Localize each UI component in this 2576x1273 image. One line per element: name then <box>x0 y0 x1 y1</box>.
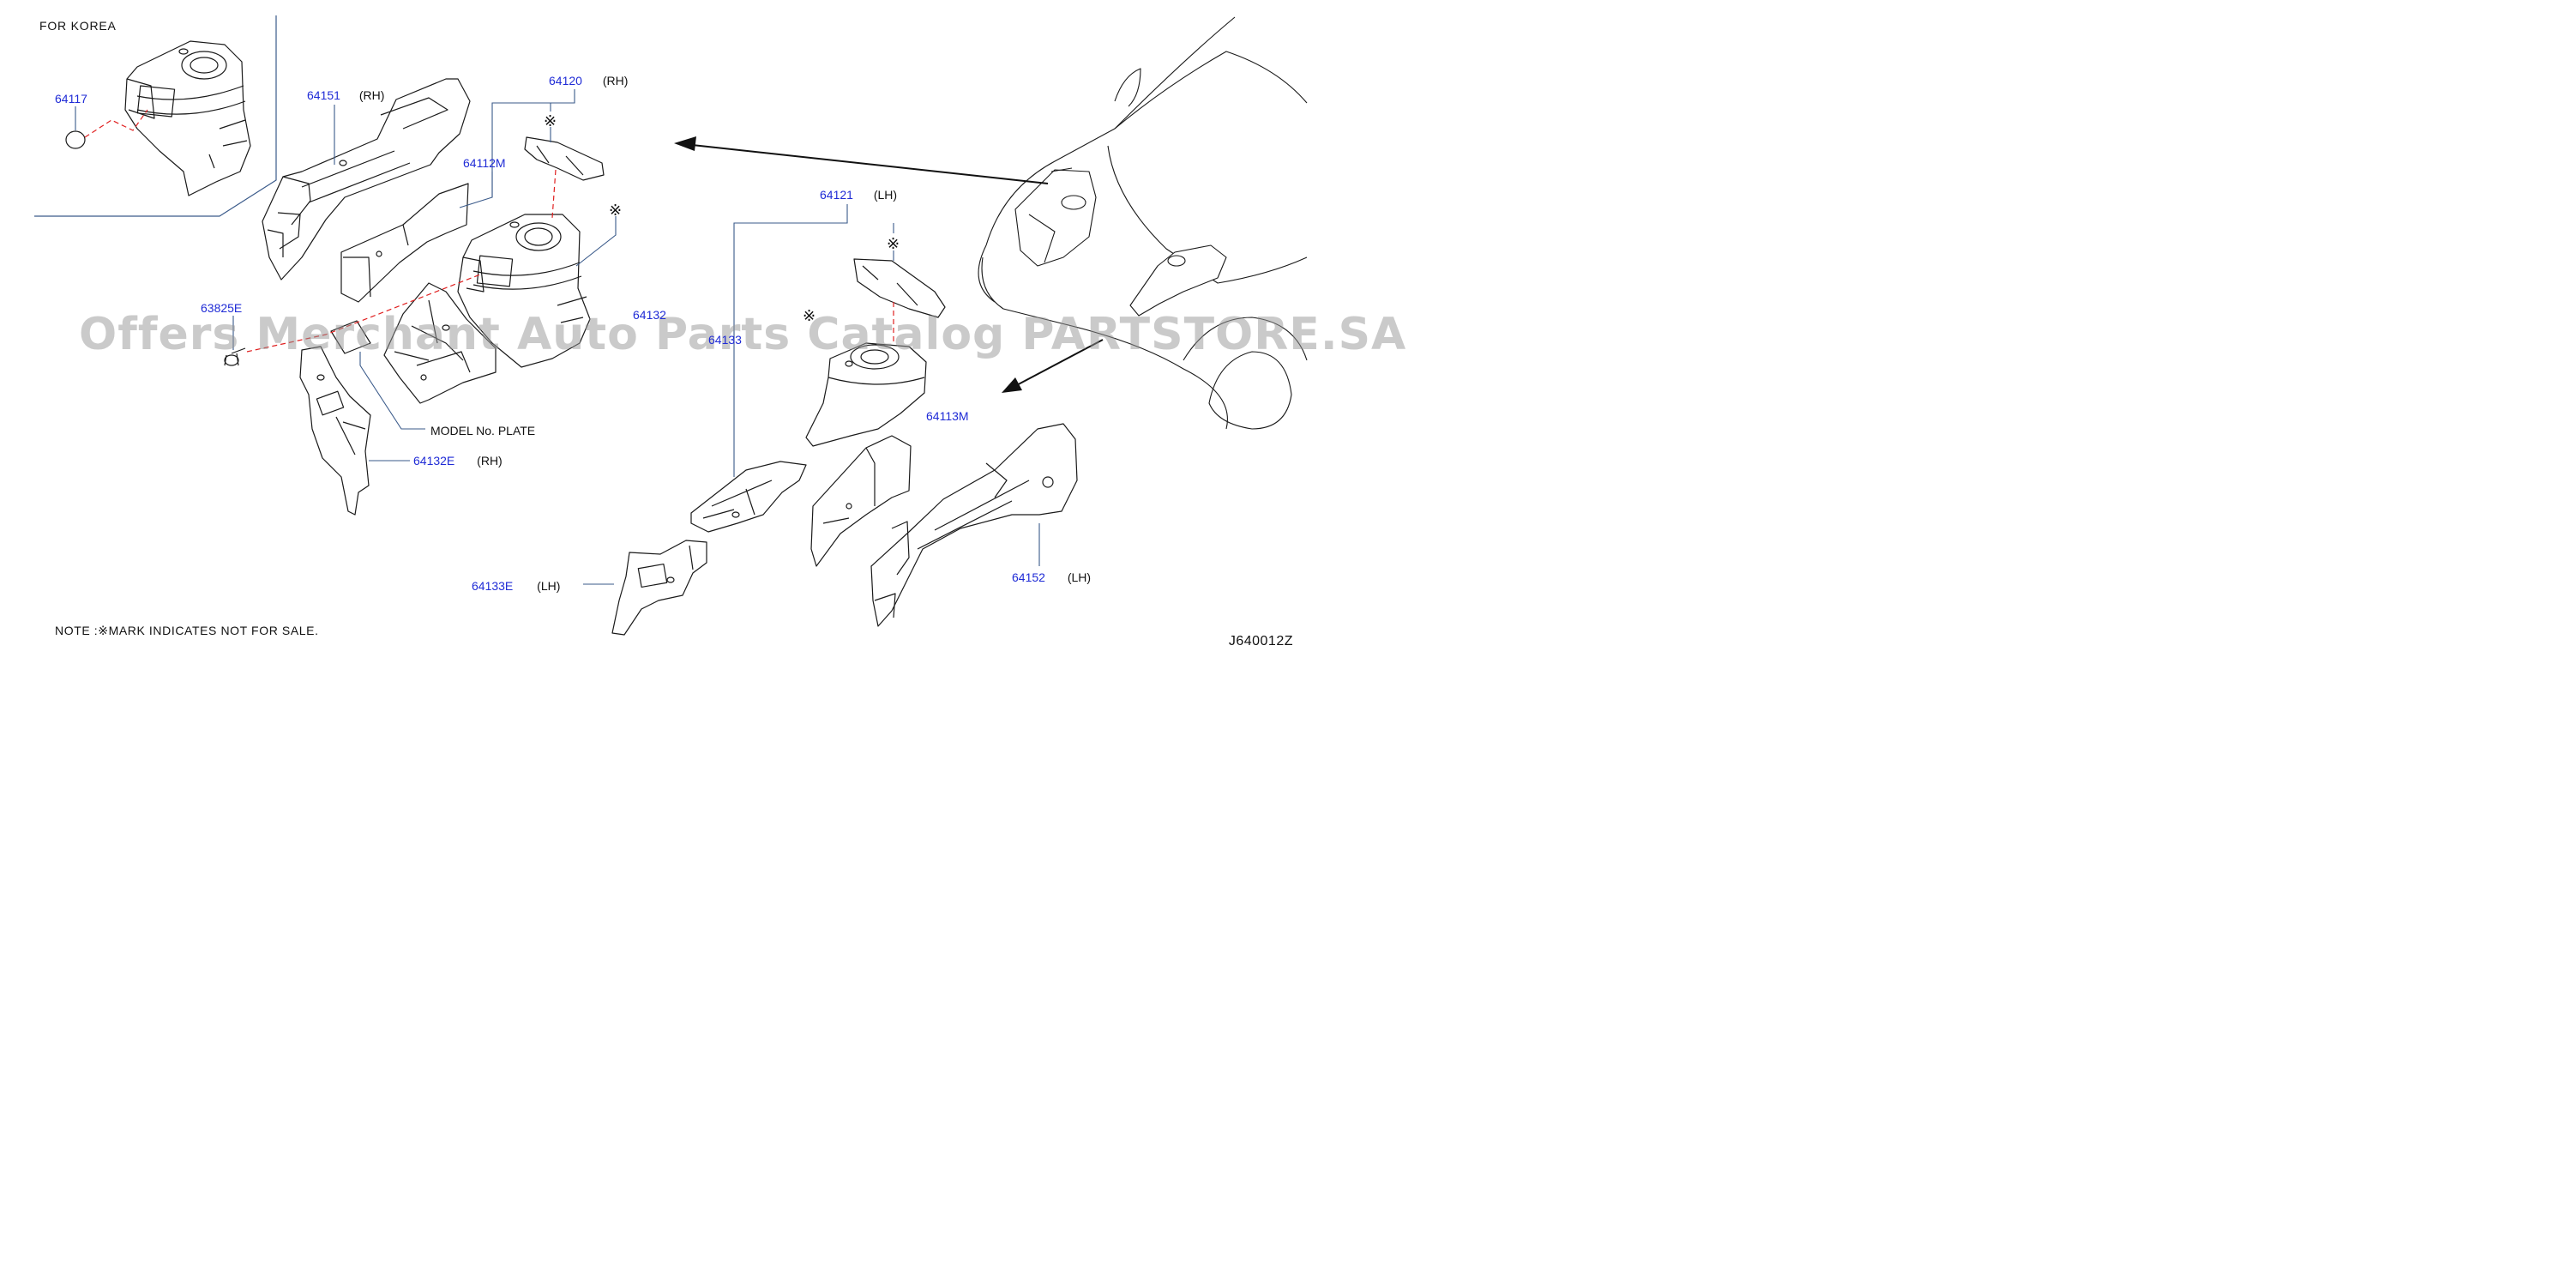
strut-housing-64121-lh-drawing <box>806 343 926 446</box>
callout-64151[interactable]: 64151 (RH) <box>307 88 384 102</box>
parts-diagram: ※ ※ ※ ※ <box>0 0 1329 659</box>
part-number-64151[interactable]: 64151 <box>307 88 340 102</box>
callout-64113m[interactable]: 64113M <box>926 409 969 423</box>
mark-lh-side: ※ <box>803 307 816 325</box>
part-number-64117[interactable]: 64117 <box>55 92 87 106</box>
part-number-64121[interactable]: 64121 <box>820 188 853 202</box>
side-64121: (LH) <box>873 188 898 202</box>
arrow-to-rh <box>683 143 1049 184</box>
mark-rh-top: ※ <box>544 112 557 130</box>
panel-64112m-rh-drawing <box>341 184 468 302</box>
part-number-64132e[interactable]: 64132E <box>413 454 455 468</box>
callout-63825e[interactable]: 63825E <box>201 301 242 315</box>
diagram-code: J640012Z <box>1228 634 1293 649</box>
model-plate-label: MODEL No. PLATE <box>430 424 536 437</box>
callout-64133[interactable]: 64133 <box>708 333 742 347</box>
extension-64133e-lh-drawing <box>612 540 707 635</box>
callout-64133e[interactable]: 64133E (LH) <box>472 579 560 593</box>
side-64152: (LH) <box>1067 570 1092 584</box>
part-number-64132[interactable]: 64132 <box>633 308 666 322</box>
part-number-64133[interactable]: 64133 <box>708 333 742 347</box>
leader-lines <box>75 89 1040 585</box>
side-64133e: (LH) <box>537 579 561 593</box>
side-64120: (RH) <box>602 74 629 87</box>
vehicle-outline-drawing <box>978 17 1307 429</box>
lower-bracket-64133-lh-drawing <box>691 462 806 532</box>
dash-top-bracket-rh <box>551 169 557 219</box>
mark-lh-top: ※ <box>887 235 900 253</box>
korea-strut-housing-drawing <box>125 41 250 196</box>
clip-63825e-drawing <box>225 348 245 365</box>
arrow-to-lh-head <box>1002 377 1022 393</box>
part-number-63825e[interactable]: 63825E <box>201 301 243 315</box>
bracket-64121 <box>734 204 847 477</box>
for-korea-label: FOR KOREA <box>39 19 117 33</box>
side-64132e: (RH) <box>477 454 503 468</box>
arrow-to-rh-head <box>674 136 696 151</box>
side-64151: (RH) <box>358 88 385 102</box>
part-number-64152[interactable]: 64152 <box>1012 570 1045 584</box>
callout-64152[interactable]: 64152 (LH) <box>1012 570 1091 584</box>
callout-64132e[interactable]: 64132E (RH) <box>413 454 503 468</box>
korea-inset-frame <box>34 15 276 216</box>
callout-64121[interactable]: 64121 (LH) <box>820 188 897 202</box>
callout-64117[interactable]: 64117 <box>55 92 87 106</box>
part-number-64120[interactable]: 64120 <box>549 74 582 87</box>
part-number-64113m[interactable]: 64113M <box>926 409 969 423</box>
top-bracket-lh-drawing <box>854 259 945 317</box>
note-text: NOTE :※MARK INDICATES NOT FOR SALE. <box>55 624 319 637</box>
panel-64113m-lh-drawing <box>811 436 911 566</box>
dash-63825e <box>247 275 480 352</box>
arrow-to-lh <box>1011 339 1104 389</box>
watermark: Offers Merchant Auto Parts Catalog PARTS… <box>79 309 1407 360</box>
dash-64117 <box>85 110 147 137</box>
top-bracket-rh-drawing <box>525 137 604 180</box>
member-64151-rh-drawing <box>262 79 470 280</box>
extension-64132e-rh-drawing <box>300 347 370 515</box>
callout-64132[interactable]: 64132 <box>633 308 666 322</box>
member-64152-lh-drawing <box>871 424 1077 626</box>
lower-bracket-rh-drawing <box>384 283 496 403</box>
strut-housing-64120-rh-drawing <box>458 214 590 367</box>
callout-64120[interactable]: 64120 (RH) <box>549 74 628 87</box>
callout-64112m[interactable]: 64112M <box>463 156 506 170</box>
bracket-64120 <box>492 89 575 197</box>
plug-64117-drawing <box>66 131 85 148</box>
part-number-64112m[interactable]: 64112M <box>463 156 506 170</box>
arrows <box>674 136 1104 393</box>
mark-rh-side: ※ <box>609 202 622 220</box>
part-number-64133e[interactable]: 64133E <box>472 579 514 593</box>
